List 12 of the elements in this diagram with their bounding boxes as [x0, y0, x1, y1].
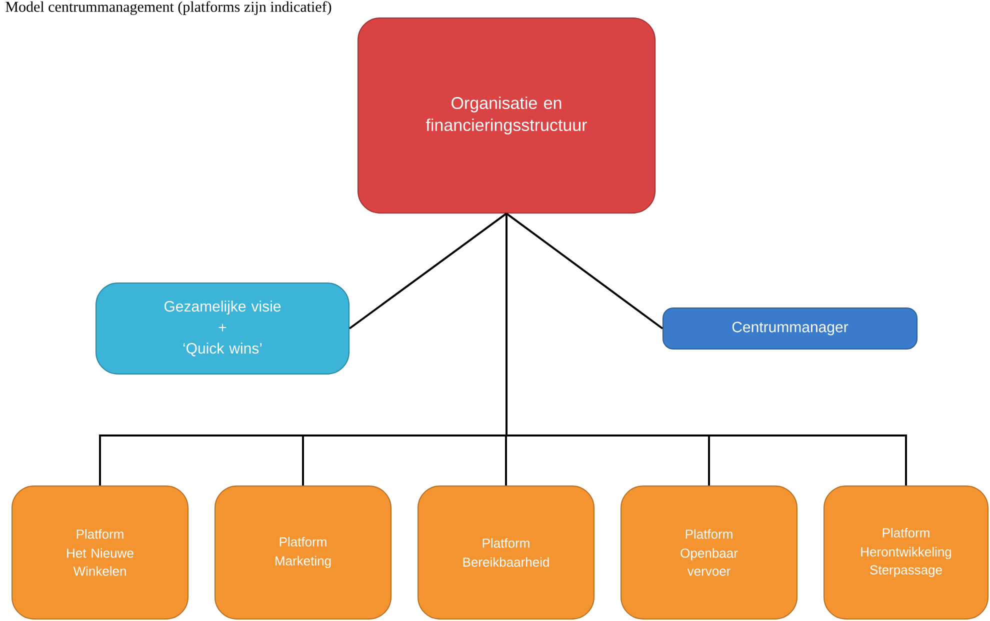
connector-line	[506, 214, 907, 486]
title: Model centrummanagement (platforms zijn indicatief)	[6, 1, 332, 15]
platform-box: Platform Marketing	[214, 486, 392, 620]
organisation-box: Organisatie en financieringsstructuur	[358, 18, 656, 214]
platform-box: Platform Herontwikkeling Sterpassage	[824, 486, 988, 620]
platform-box: Platform Openbaar vervoer	[620, 486, 798, 620]
manager-box: Centrummanager	[662, 308, 918, 350]
platform-box: Platform Bereikbaarheid	[418, 486, 594, 620]
platform-box: Platform Het Nieuwe Winkelen	[12, 486, 188, 620]
connector-line	[348, 212, 508, 330]
vision-box: Gezamelijke visie + ‘Quick wins’	[96, 282, 350, 374]
connector-line	[506, 212, 664, 330]
